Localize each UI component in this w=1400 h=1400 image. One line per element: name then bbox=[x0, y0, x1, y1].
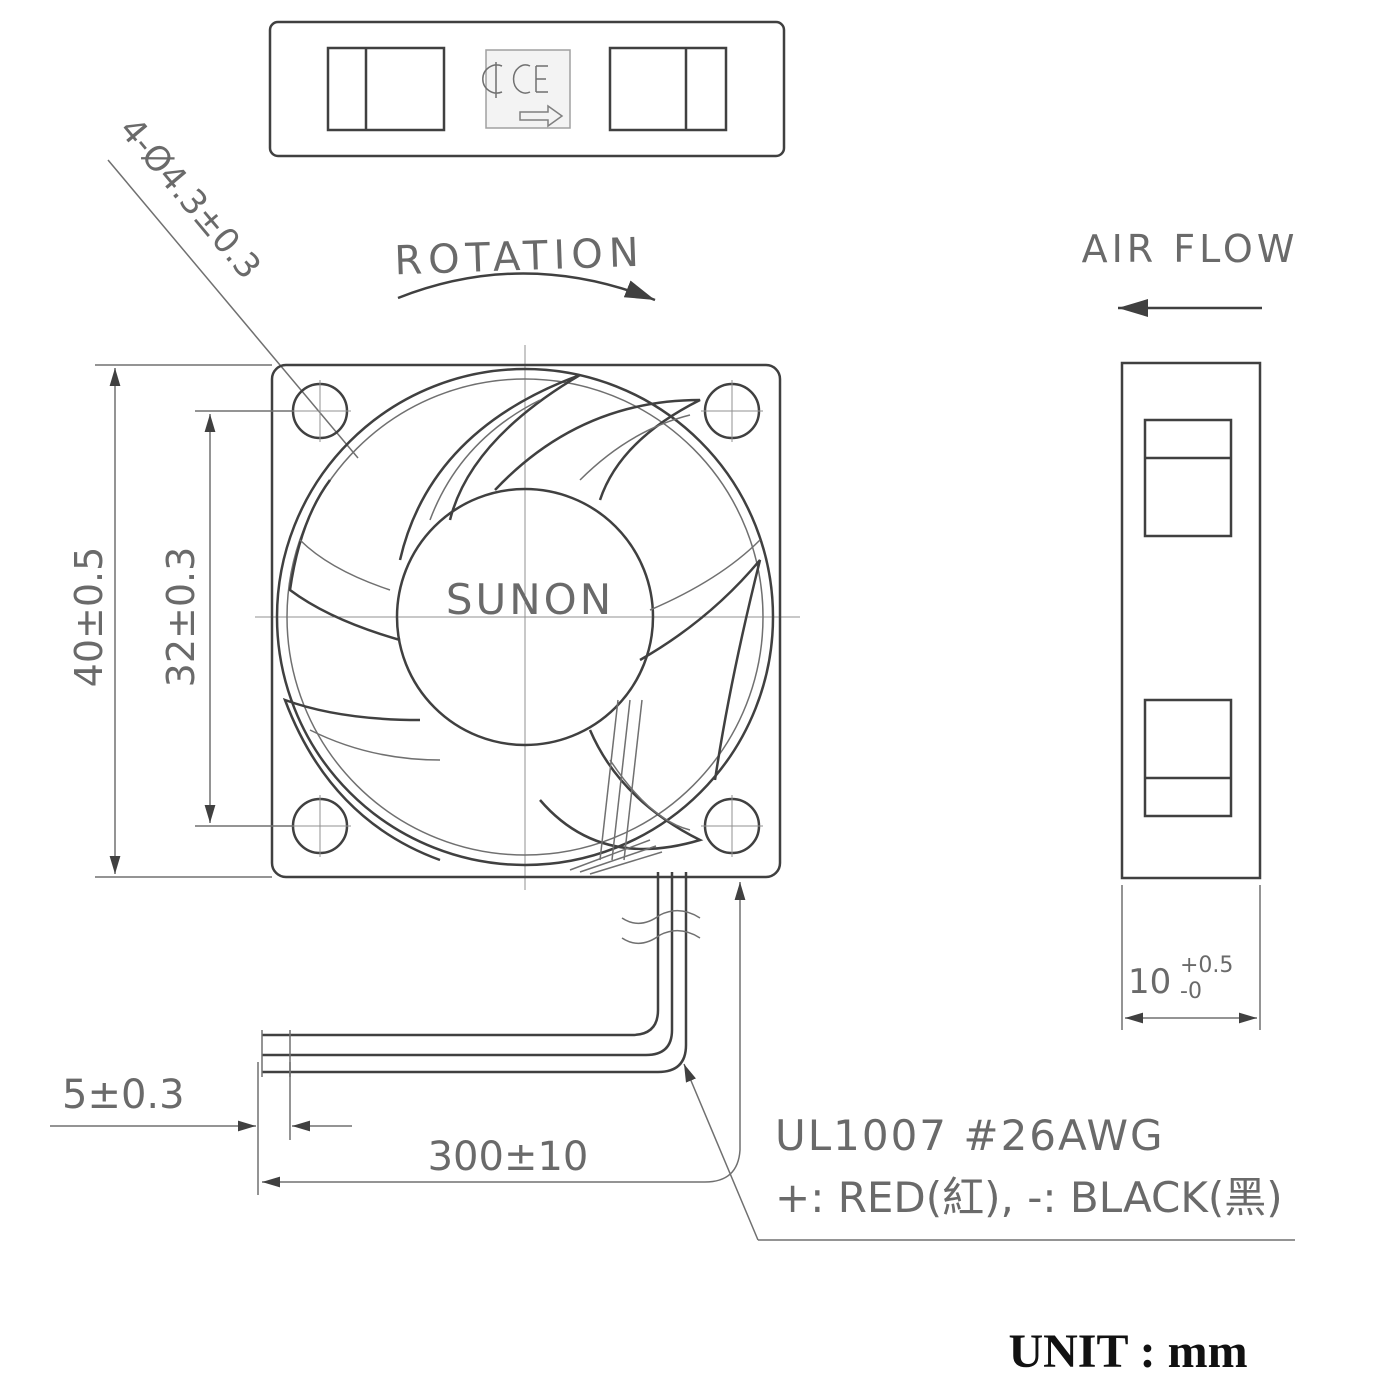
outer-dimension-label: 40±0.5 bbox=[67, 547, 111, 688]
mounting-hole bbox=[289, 380, 351, 442]
rotation-indicator: ROTATION bbox=[394, 230, 656, 302]
mounting-hole bbox=[289, 795, 351, 857]
fan-blades bbox=[282, 373, 762, 862]
unit-label: UNIT : mm bbox=[1008, 1325, 1247, 1378]
air-flow-label: AIR FLOW bbox=[1082, 227, 1299, 271]
thickness-upper-tolerance: +0.5 bbox=[1180, 953, 1233, 978]
dimension-hole-pitch: 32±0.3 bbox=[159, 410, 293, 827]
hole-pitch-label: 32±0.3 bbox=[159, 547, 203, 688]
wire-exit bbox=[569, 699, 663, 875]
mounting-hole bbox=[701, 380, 763, 442]
lead-wires bbox=[261, 872, 701, 1077]
front-view: SUNON bbox=[255, 345, 800, 890]
hole-spec-label: 4-Ø4.3±0.3 bbox=[111, 110, 268, 287]
dimension-lead-length: 300±10 bbox=[262, 882, 746, 1188]
thickness-label: 10 bbox=[1128, 962, 1171, 1002]
air-flow-indicator: AIR FLOW bbox=[1082, 227, 1299, 317]
mounting-hole bbox=[701, 795, 763, 857]
wire-spec-label: UL1007 #26AWG bbox=[775, 1111, 1165, 1160]
top-view bbox=[268, 20, 786, 158]
wire-colors-label: +: RED(紅), -: BLACK(黑) bbox=[775, 1173, 1283, 1222]
dimension-strip: 5±0.3 bbox=[50, 1062, 352, 1195]
thickness-lower-tolerance: -0 bbox=[1180, 979, 1202, 1004]
rotation-label: ROTATION bbox=[394, 230, 646, 285]
brand-label: SUNON bbox=[446, 575, 614, 624]
certification-mark-icon bbox=[482, 49, 571, 129]
dimension-outer: 40±0.5 bbox=[67, 364, 272, 878]
lead-length-label: 300±10 bbox=[428, 1134, 589, 1180]
strip-dimension-label: 5±0.3 bbox=[62, 1072, 185, 1118]
side-view: 10 +0.5 -0 bbox=[1120, 361, 1262, 1030]
blade-inner-lines bbox=[299, 399, 761, 831]
wire-spec-leader: UL1007 #26AWG +: RED(紅), -: BLACK(黑) bbox=[683, 1063, 1295, 1241]
arrow-right-icon bbox=[519, 104, 564, 128]
